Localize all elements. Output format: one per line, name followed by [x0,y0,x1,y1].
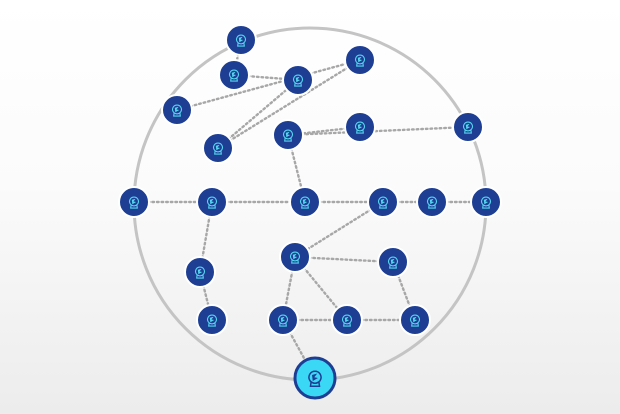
network-node [344,44,376,76]
network-link [286,125,470,137]
network-node [196,186,228,218]
network-node [416,186,448,218]
network-node [367,186,399,218]
network-node [452,111,484,143]
network-link [175,58,362,112]
network-node [161,94,193,126]
network-link [293,200,385,259]
network-node [267,304,299,336]
gateway-node [293,356,337,400]
network-node [184,256,216,288]
network-node [225,24,257,56]
network-link [216,78,300,150]
network-nodes [118,24,502,400]
network-node [196,304,228,336]
network-node [279,241,311,273]
network-node [377,246,409,278]
network-node [331,304,363,336]
network-node [289,186,321,218]
network-node [118,186,150,218]
network-node [282,64,314,96]
network-link [216,58,362,150]
network-node [218,59,250,91]
network-node [470,186,502,218]
network-node [399,304,431,336]
network-link [293,255,395,264]
network-node [272,119,304,151]
network-node [202,132,234,164]
network-node [344,111,376,143]
